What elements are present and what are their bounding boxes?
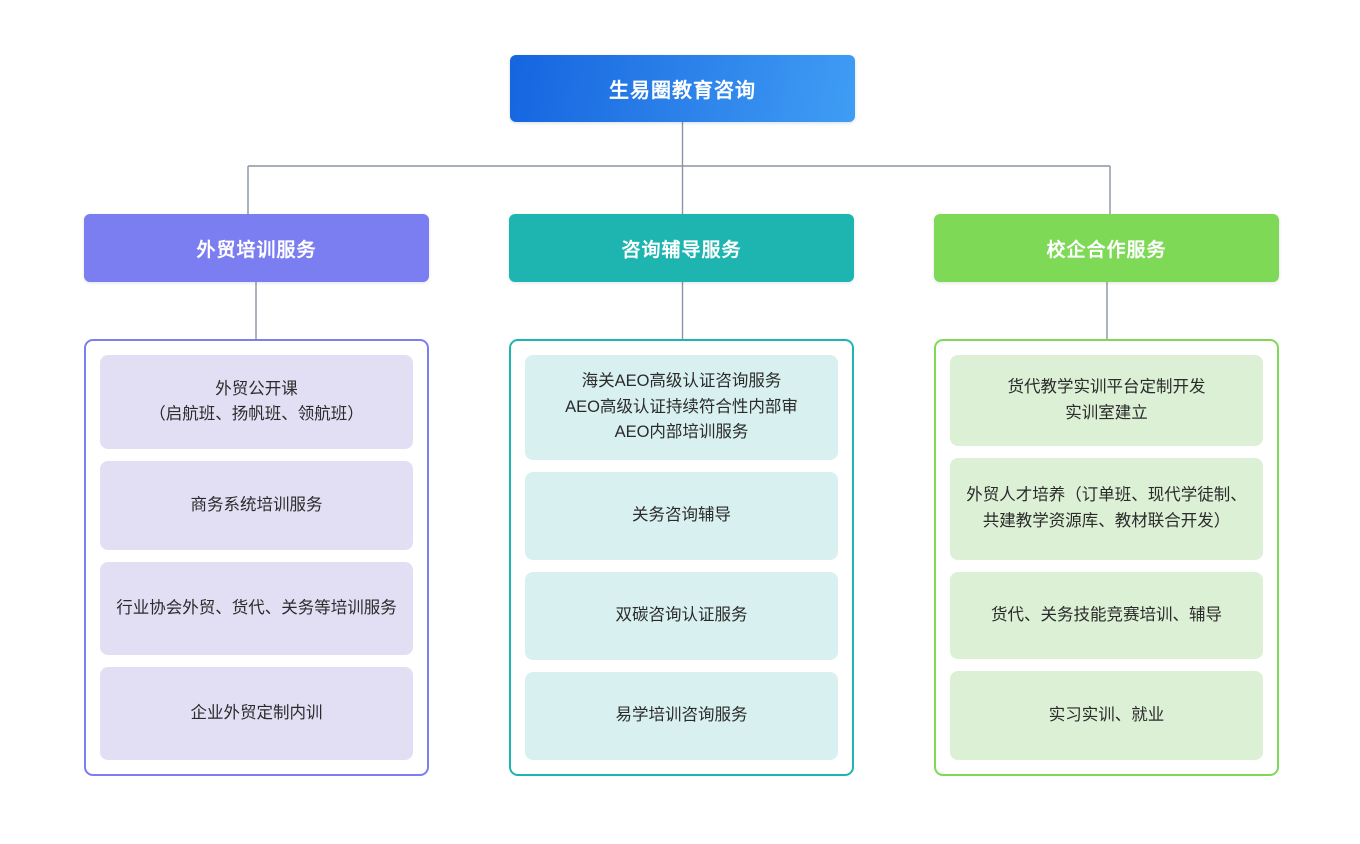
branch-body-consulting: 海关AEO高级认证咨询服务 AEO高级认证持续符合性内部审 AEO内部培训服务 … xyxy=(509,339,854,776)
branch-body-training: 外贸公开课 （启航班、扬帆班、领航班） 商务系统培训服务 行业协会外贸、货代、关… xyxy=(84,339,429,776)
leaf-item[interactable]: 行业协会外贸、货代、关务等培训服务 xyxy=(100,562,413,656)
branch-header-label: 咨询辅导服务 xyxy=(621,239,742,261)
branch-header-school-enterprise[interactable]: 校企合作服务 xyxy=(934,214,1279,282)
branch-header-label: 校企合作服务 xyxy=(1046,239,1167,261)
leaf-item[interactable]: 商务系统培训服务 xyxy=(100,461,413,551)
branch-header-training[interactable]: 外贸培训服务 xyxy=(84,214,429,282)
branch-header-label: 外贸培训服务 xyxy=(196,239,317,261)
leaf-item[interactable]: 易学培训咨询服务 xyxy=(525,671,838,760)
leaf-item[interactable]: 货代教学实训平台定制开发 实训室建立 xyxy=(950,355,1263,447)
branch-body-school-enterprise: 货代教学实训平台定制开发 实训室建立 外贸人才培养（订单班、现代学徒制、共建教学… xyxy=(934,339,1279,776)
branch-column-training: 外贸培训服务 外贸公开课 （启航班、扬帆班、领航班） 商务系统培训服务 行业协会… xyxy=(84,214,429,776)
leaf-item[interactable]: 外贸公开课 （启航班、扬帆班、领航班） xyxy=(100,355,413,450)
leaf-item[interactable]: 实习实训、就业 xyxy=(950,671,1263,760)
root-node[interactable]: 生易圈教育咨询 xyxy=(510,55,855,122)
branch-column-school-enterprise: 校企合作服务 货代教学实训平台定制开发 实训室建立 外贸人才培养（订单班、现代学… xyxy=(934,214,1279,776)
branch-column-consulting: 咨询辅导服务 海关AEO高级认证咨询服务 AEO高级认证持续符合性内部审 AEO… xyxy=(509,214,854,776)
leaf-item[interactable]: 海关AEO高级认证咨询服务 AEO高级认证持续符合性内部审 AEO内部培训服务 xyxy=(525,355,838,460)
leaf-item[interactable]: 外贸人才培养（订单班、现代学徒制、共建教学资源库、教材联合开发） xyxy=(950,458,1263,560)
leaf-item[interactable]: 货代、关务技能竞赛培训、辅导 xyxy=(950,571,1263,660)
leaf-item[interactable]: 双碳咨询认证服务 xyxy=(525,571,838,660)
root-node-label: 生易圈教育咨询 xyxy=(609,80,756,102)
branch-header-consulting[interactable]: 咨询辅导服务 xyxy=(509,214,854,282)
leaf-item[interactable]: 企业外贸定制内训 xyxy=(100,667,413,760)
leaf-item[interactable]: 关务咨询辅导 xyxy=(525,471,838,560)
